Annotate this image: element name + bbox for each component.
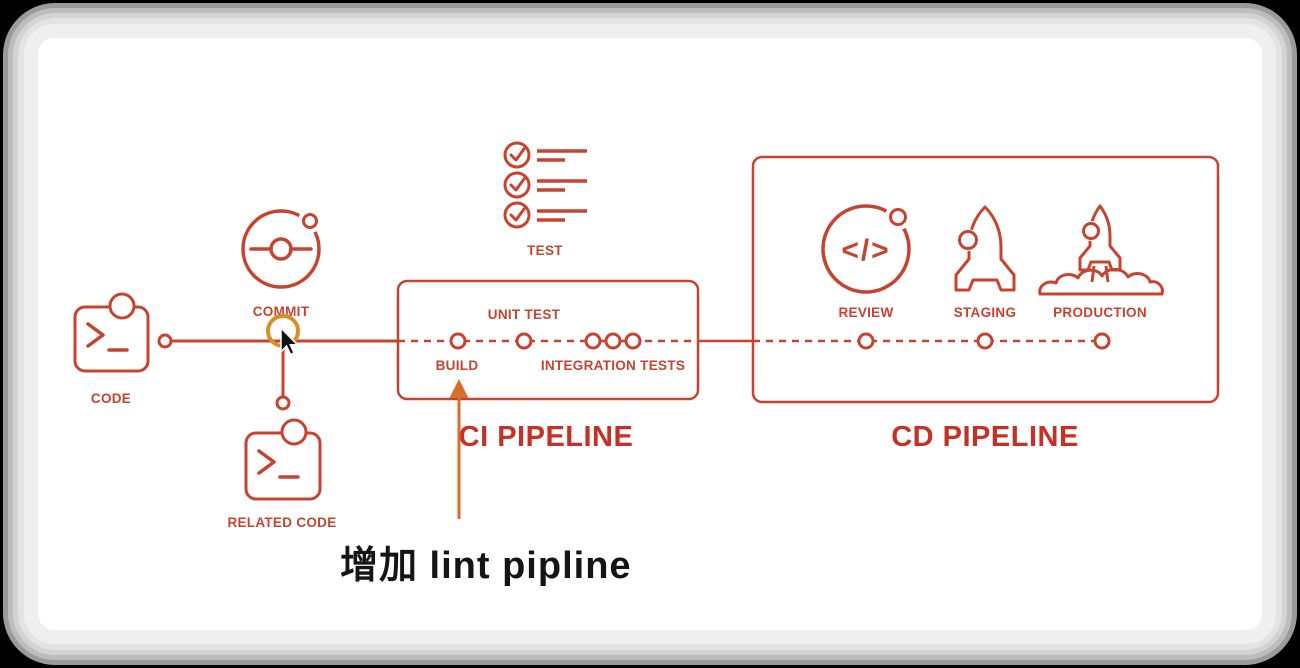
code-review-icon: </> [821,204,911,294]
staging-label: STAGING [954,305,1017,320]
review-node [857,332,875,350]
code-label: CODE [91,391,131,406]
code-terminal-icon [73,292,150,373]
svg-text:</>: </> [841,234,890,267]
unit-test-node [515,332,533,350]
ci-pipeline-title: CI PIPELINE [459,421,634,453]
related-code-label: RELATED CODE [227,515,336,530]
flow-start-node [157,333,173,349]
review-label: REVIEW [838,305,893,320]
build-node [449,332,467,350]
integration-node-1 [584,332,602,350]
staging-node [976,332,994,350]
branch-end-node [275,395,291,411]
integration-tests-label: INTEGRATION TESTS [541,358,685,373]
cursor-pointer-icon [280,326,300,356]
unit-test-label: UNIT TEST [488,307,561,322]
production-node [1093,332,1111,350]
integration-node-2 [604,332,622,350]
related-code-terminal-icon [244,418,322,501]
staging-rocket-icon [954,205,1016,292]
annotation-text: 增加 lint pipline [340,545,632,587]
annotation-arrow [449,379,469,519]
production-label: PRODUCTION [1053,305,1147,320]
cd-pipeline-title: CD PIPELINE [891,421,1079,453]
test-checklist-icon [503,141,587,229]
test-label: TEST [527,243,563,258]
production-launch-icon [1038,204,1164,296]
build-label: BUILD [436,358,479,373]
commit-icon [241,209,322,289]
frame-shadow-layer [3,3,1297,665]
cd-pipeline-box [751,155,1220,404]
integration-node-3 [624,332,642,350]
commit-label: COMMIT [253,304,310,319]
slide [38,38,1262,630]
